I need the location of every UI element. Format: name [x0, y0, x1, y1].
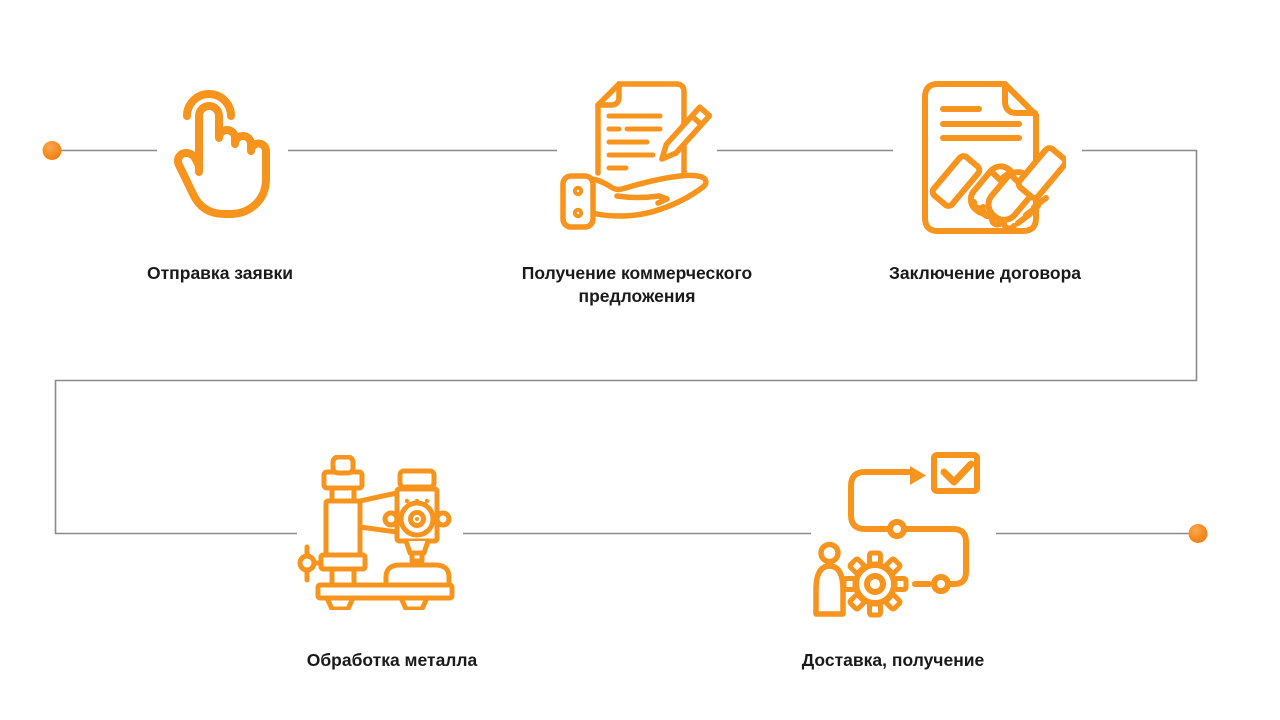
flow-path-lower: [900, 526, 969, 587]
document-fold-flap: [1002, 83, 1038, 116]
head-dot: [424, 498, 430, 504]
valve-wheel: [297, 553, 317, 573]
column-body: [323, 498, 363, 560]
step-metal-processing: Обработка металла: [272, 454, 512, 672]
column-collar: [318, 552, 368, 572]
base-plate: [315, 582, 455, 601]
side-knob: [382, 510, 400, 528]
gear-icon: [841, 550, 908, 618]
step-delivery: Доставка, получение: [773, 450, 1013, 672]
step-commercial-offer: Получение коммерческого предложения: [517, 79, 757, 308]
milling-machine-icon: [297, 454, 457, 612]
left-sleeve: [929, 153, 983, 209]
document-fold-flap: [595, 81, 622, 108]
head-cap: [397, 468, 437, 490]
document-outline: [616, 81, 687, 187]
foot: [398, 595, 430, 612]
flow-node: [930, 574, 951, 594]
right-sleeve: [1015, 145, 1069, 201]
tap-hand-icon: [165, 86, 275, 226]
offer-document-hand-icon: [557, 79, 717, 234]
delivery-workflow-icon: [810, 450, 996, 620]
step-contract-signing: Заключение договора: [865, 80, 1105, 285]
document-fold: [595, 81, 622, 108]
person-head: [817, 541, 841, 565]
foot: [324, 595, 356, 612]
person-body: [812, 563, 846, 617]
work-table: [383, 562, 452, 588]
thumb-interlock: [989, 169, 1020, 184]
side-knob: [434, 510, 452, 528]
checkmark: [940, 460, 974, 486]
spindle-center: [415, 517, 419, 521]
connector-segment: [54, 149, 1198, 535]
cuff-button: [572, 185, 584, 197]
step-send-request: Отправка заявки: [100, 86, 340, 285]
arrowhead: [909, 466, 926, 485]
step-label: Доставка, получение: [801, 650, 985, 670]
arm-top: [357, 490, 400, 504]
pencil-icon: [659, 104, 713, 162]
flow-path-upper: [847, 469, 912, 532]
step-label: Получение коммерческого предложения: [521, 263, 753, 306]
column-knob: [330, 454, 356, 476]
spindle-hub: [408, 510, 426, 528]
cuff-button: [572, 207, 584, 219]
arm-bottom: [357, 524, 400, 535]
end-dot: [1188, 524, 1208, 543]
drill-bit: [409, 550, 425, 564]
start-dot: [42, 141, 62, 160]
checkbox: [930, 452, 980, 494]
knuckle-bumps: [970, 199, 1017, 232]
cuff: [560, 173, 596, 230]
step-label: Заключение договора: [888, 263, 1082, 283]
thumb-line: [614, 193, 670, 206]
contract-handshake-icon: [918, 80, 1069, 240]
step-label: Отправка заявки: [147, 263, 293, 283]
head-dot: [404, 498, 410, 504]
pointing-hand: [174, 102, 270, 218]
tap-wave-arc: [183, 90, 235, 120]
contract-document: [922, 81, 1039, 234]
step-label: Обработка металла: [306, 650, 478, 670]
finger-ridges: [1015, 195, 1049, 226]
handshake: [929, 145, 1069, 232]
